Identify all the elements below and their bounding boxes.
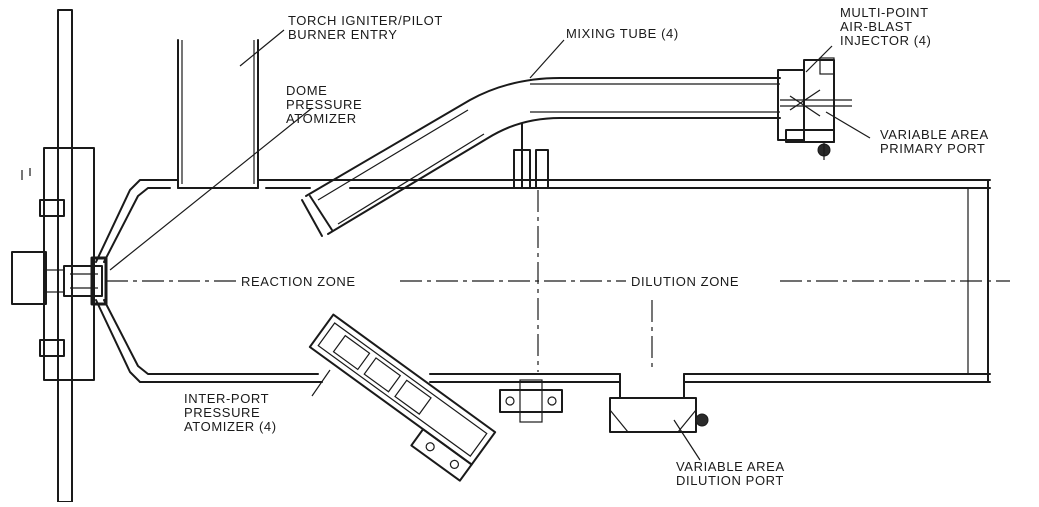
air-blast-injector [777, 57, 852, 160]
label-multi-point-injector: MULTI-POINT AIR-BLAST INJECTOR (4) [840, 5, 932, 48]
label-inter-port-atomizer: INTER-PORT PRESSURE ATOMIZER (4) [184, 391, 277, 434]
dome-atomizer-nozzle [43, 256, 108, 306]
torch-igniter-pipe [177, 39, 259, 189]
inter-port-atomizer [308, 313, 497, 482]
leader-lines [109, 29, 871, 461]
mixing-tube [301, 77, 781, 237]
liner-fitting [499, 379, 563, 423]
label-torch-igniter: TORCH IGNITER/PILOT BURNER ENTRY [288, 13, 443, 42]
label-dilution-zone: DILUTION ZONE [628, 275, 743, 289]
label-variable-dilution-port: VARIABLE AREA DILUTION PORT [676, 459, 785, 488]
label-mixing-tube: MIXING TUBE (4) [566, 26, 679, 41]
mounting-flange [11, 9, 95, 503]
label-dome-atomizer: DOME PRESSURE ATOMIZER [286, 83, 363, 126]
label-variable-primary-port: VARIABLE AREA PRIMARY PORT [880, 127, 989, 156]
dilution-port [609, 373, 709, 433]
label-reaction-zone: REACTION ZONE [238, 275, 359, 289]
